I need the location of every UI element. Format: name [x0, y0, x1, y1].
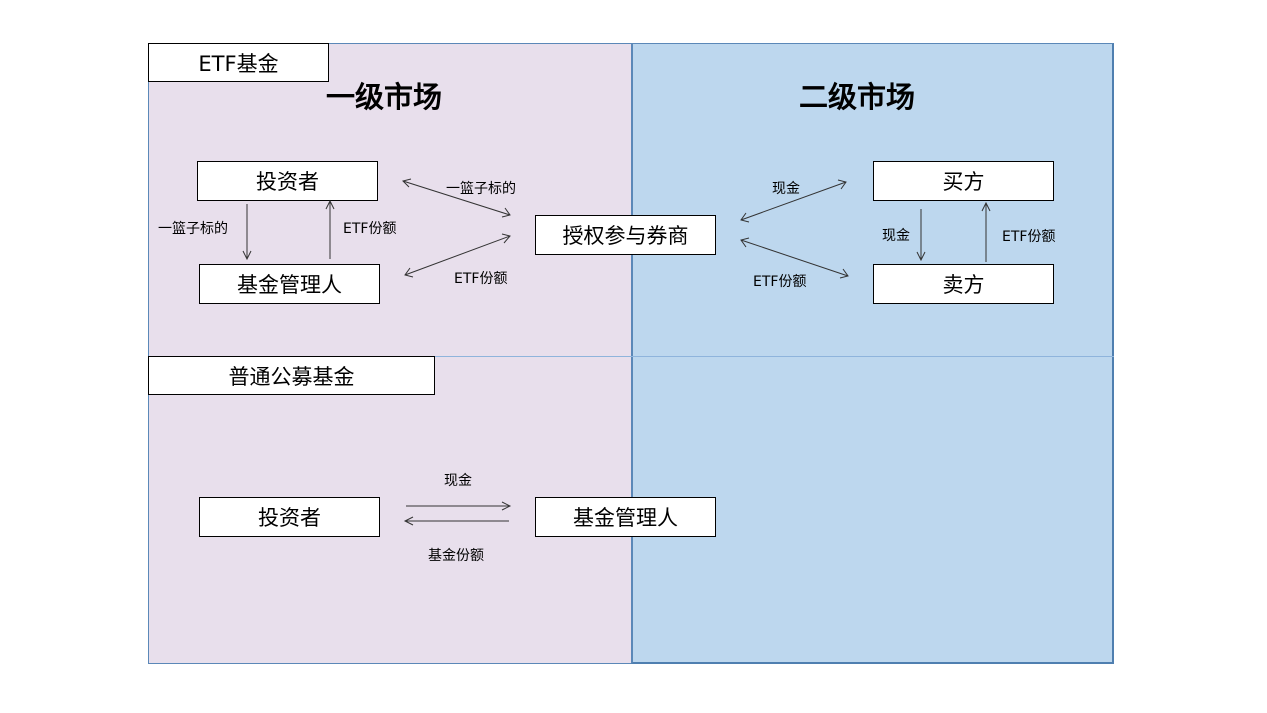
secondary-market-panel: [631, 43, 1114, 664]
edge-label-seller-to-buyer: ETF份额: [1002, 229, 1056, 245]
section-divider: [148, 356, 1114, 357]
etf-fund-tag: ETF基金: [148, 43, 329, 82]
etf-investor-node: 投资者: [197, 161, 378, 201]
primary-market-title: 一级市场: [326, 80, 443, 114]
edge-label-investor-ap: 一篮子标的: [446, 181, 516, 197]
mf-investor-node: 投资者: [199, 497, 380, 537]
edge-label-mf-shares: 基金份额: [428, 548, 484, 564]
authorized-participant-node: 授权参与券商: [535, 215, 716, 255]
edge-label-manager-ap: ETF份额: [454, 271, 508, 287]
secondary-market-title: 二级市场: [799, 80, 916, 114]
edge-label-manager-to-investor: ETF份额: [343, 221, 397, 237]
seller-node: 卖方: [873, 264, 1054, 304]
edge-label-ap-seller: ETF份额: [753, 274, 807, 290]
edge-label-investor-to-manager: 一篮子标的: [158, 221, 228, 237]
primary-market-panel: [148, 43, 631, 664]
edge-label-ap-buyer: 现金: [772, 181, 800, 197]
edge-label-mf-cash: 现金: [444, 473, 472, 489]
buyer-node: 买方: [873, 161, 1054, 201]
mutual-fund-tag: 普通公募基金: [148, 356, 435, 395]
mf-fund-manager-node: 基金管理人: [535, 497, 716, 537]
edge-label-buyer-to-seller: 现金: [882, 228, 910, 244]
etf-fund-manager-node: 基金管理人: [199, 264, 380, 304]
